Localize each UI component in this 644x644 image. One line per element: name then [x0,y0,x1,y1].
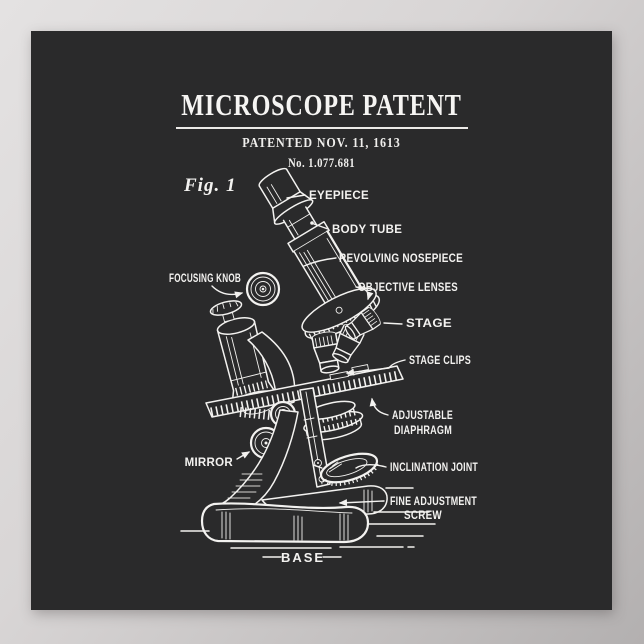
label-stage: STAGE [406,318,452,330]
objective-lenses-drawing [311,307,381,374]
body-tube-leader-line [313,223,329,230]
fine-adjustment-bar-drawing [299,387,331,488]
patent-date: PATENTED NOV. 11, 1613 [242,136,401,151]
ground-lines [180,487,436,549]
label-inclination-joint: INCLINATION JOINT [390,462,478,474]
label-mirror: MIRROR [185,457,234,469]
title-block: MICROSCOPE PATENT PATENTED NOV. 11, 1613… [31,87,612,171]
label-adjustable-diaphragm-line2: DIAPHRAGM [394,425,452,437]
coarse-knob-drawing [209,300,243,323]
label-stage-clips: STAGE CLIPS [409,355,471,367]
fine-adjustment-arrow [338,499,385,507]
figure-label: Fig. 1 [183,175,236,196]
diaphragm-arrow [369,397,389,416]
label-eyepiece: EYEPIECE [309,190,369,202]
microscope-illustration: Fig. 1 EYEPIECE BODY TUBE REVOLVING NOSE… [169,167,478,565]
patent-number: No. 1.077.681 [287,156,356,170]
body-tube-leader-dot [310,221,314,225]
focusing-knob-drawing [245,271,281,307]
label-revolving-nosepiece: REVOLVING NOSEPIECE [339,253,463,265]
title-underline [175,127,468,129]
poster-title: MICROSCOPE PATENT [181,87,462,122]
stage-clips-arrow [345,359,406,376]
label-fine-adjustment-line2: SCREW [404,510,442,522]
label-fine-adjustment-line1: FINE ADJUSTMENT [390,496,477,508]
focusing-knob-arrow [211,285,244,299]
nosepiece-leader-line [303,257,337,267]
label-adjustable-diaphragm-line1: ADJUSTABLE [392,410,453,422]
base-drawing [200,485,388,544]
inclination-joint-drawing [312,452,379,486]
label-body-tube: BODY TUBE [332,224,402,236]
objective-lenses-arrow [355,286,374,301]
stage-leader-line [383,322,403,325]
eyepiece-leader-line [286,194,306,199]
label-objective-lenses: OBJECTIVE LENSES [358,282,458,294]
patent-poster: MICROSCOPE PATENT PATENTED NOV. 11, 1613… [31,31,612,610]
label-base: BASE [281,550,325,565]
annotations: Fig. 1 EYEPIECE BODY TUBE REVOLVING NOSE… [169,175,478,565]
mirror-arrow [236,451,251,460]
microscope-drawing [180,167,436,549]
label-focusing-knob: FOCUSING KNOB [169,273,241,285]
inclination-joint-leader-line [355,464,387,469]
